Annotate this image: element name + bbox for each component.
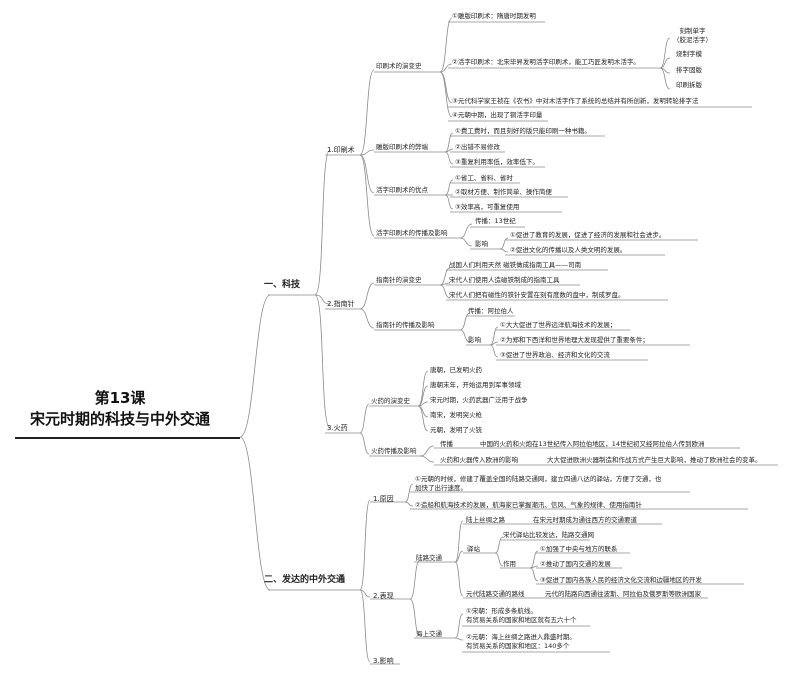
post-effect-label: 作用 (503, 560, 516, 568)
page-title-topic: 宋元时期的科技与中外交通 (29, 410, 210, 428)
sea-item-text: ②元朝：海上丝绸之路进入鼎盛时期。 有贸易关系的国家和地区：140多个 (466, 633, 576, 650)
post-effect-item: ②推动了国内交通的发展 (540, 560, 611, 568)
branch-transport: 二、发达的中外交通 (264, 575, 346, 585)
reason-item-text: ①元朝的时候，修建了覆盖全国的陆路交通网，建立四通八达的驿站，方便了交通，也 加… (415, 475, 662, 492)
printing-impact-item: ②促进文化的传播以及人类文明的发展。 (510, 246, 627, 254)
connector-root-branch1 (239, 294, 271, 438)
printing-history-item: ④元朝中期，出现了铜活字印量 (452, 111, 543, 119)
page-title-lesson: 第13课 (94, 389, 146, 407)
post-station-text: 宋代驿站比较发达，陆路交通网 (503, 531, 594, 539)
node-movable-advantages: 活字印刷术的优点 (376, 186, 428, 194)
gunpowder-impact-text: 大大促进欧洲火器制造和作战方式产生巨大影响，推动了欧洲社会的变革。 (547, 456, 762, 464)
printing-history-item: ①雕版印刷术：隋唐时期发明 (452, 12, 536, 20)
compass-spread-text: 传播：阿拉伯人 (468, 307, 514, 315)
gunpowder-history-item: 宋元时期，火药武器广泛用于战争 (430, 396, 528, 404)
yuan-route-text: 元代的陆路向西通往波斯、阿拉伯及俄罗斯等欧洲国家 (545, 590, 701, 598)
printing-spread-text: 传播：13世纪 (475, 217, 516, 225)
node-gunpowder: 3.火药 (327, 424, 348, 432)
printing-history-item: ②活字印刷术：北宋毕昇发明活字印刷术，能工巧匠发明木活字。 (452, 58, 640, 66)
branch-technology: 一、科技 (264, 280, 301, 290)
compass-history-item: 宋代人们使用人造磁铁制成的指南工具 (449, 276, 560, 284)
woodblock-item: ②出错不易修改 (455, 143, 500, 151)
gunpowder-history-item: 唐朝，已发明火药 (430, 366, 482, 374)
sea-item-text: ①宋朝：形成多条航线。 有贸易关系的国家和地区就有五六十个 (466, 607, 577, 624)
printing-history-item: ③元代科学家王祯在《农书》中对木活字作了系统的总结并有所创新，发明转轮排字法 (452, 97, 699, 105)
node-land-transport: 陆路交通 (416, 554, 442, 562)
post-station-label: 驿站 (467, 545, 480, 553)
node-reason: 1.原因 (373, 495, 394, 503)
silk-road-text: 在宋元时期成为通往西方的交通要道 (533, 516, 637, 524)
node-woodblock-drawbacks: 雕版印刷术的弊端 (376, 143, 428, 151)
node-impact: 3.影响 (373, 657, 394, 665)
node-sea-transport: 海上交通 (416, 630, 442, 638)
compass-history-item: 战国人们利用天然 磁铁做成指南工具——司南 (449, 261, 582, 269)
woodblock-item: ①费工费时，而且刻好的版只能印刷一种书籍。 (455, 127, 591, 135)
node-gunpowder-spread: 火药传播及影响 (371, 447, 417, 455)
sea-item: ②元朝：海上丝绸之路进入鼎盛时期。 有贸易关系的国家和地区：140多个 (466, 633, 576, 651)
reason-item: ①元朝的时候，修建了覆盖全国的陆路交通网，建立四通八达的驿站，方便了交通，也 加… (415, 475, 661, 493)
compass-impact-item: ①大大促进了世界远洋航海技术的发展； (500, 321, 617, 329)
connector-root-branch2 (239, 436, 271, 591)
gunpowder-history-item: 南宋，发明突火枪 (430, 411, 482, 419)
gunpowder-history-item: 唐朝末年，开始运用到军事领域 (430, 381, 521, 389)
node-compass: 2.指南针 (327, 300, 355, 308)
compass-impact-item: ③促进了世界政治、经济和文化的交流 (500, 351, 610, 359)
printing-impact-label: 影响 (475, 240, 488, 248)
gunpowder-spread-label: 传播 (440, 440, 453, 448)
reason-item: ②造船和航海技术的发展，航海家已掌握潮汛、信风、气象的规律、使用指南针 (415, 501, 642, 509)
compass-impact-label: 影响 (468, 336, 481, 344)
post-effect-item: ①加强了中央与地方的联系 (540, 545, 618, 553)
movable-item: ②取材方便、制作简单、操作简便 (455, 188, 552, 196)
node-compass-history: 指南针的演变史 (376, 276, 422, 284)
printing-step: 排字固版 (676, 66, 702, 74)
printing-step: 印刷拆版 (676, 81, 702, 89)
node-performance: 2.表现 (373, 592, 394, 600)
root-underline (15, 437, 240, 439)
printing-step: 烧制字模 (676, 50, 702, 58)
compass-history-item: 宋代人们把有磁性的铁针安置在刻有度数的盘中，制成罗盘。 (449, 291, 625, 299)
post-effect-item: ③促进了国内各族人民的经济文化交流和边疆地区的开发 (540, 576, 702, 584)
node-printing-spread: 活字印刷术的传播及影响 (376, 229, 448, 237)
printing-step: 刻制单字 （胶泥活字） (673, 27, 712, 45)
sea-item: ①宋朝：形成多条航线。 有贸易关系的国家和地区就有五六十个 (466, 607, 577, 625)
movable-item: ①省工、省料、省时 (455, 174, 513, 182)
compass-impact-item: ②为郑和下西洋和世界地理大发现提供了重要条件； (500, 336, 649, 344)
woodblock-item: ③重复利用率低，效率低下。 (455, 158, 539, 166)
printing-step-text: 刻制单字 （胶泥活字） (673, 27, 712, 44)
node-compass-spread: 指南针的传播及影响 (376, 321, 435, 329)
silk-road-label: 陆上丝绸之路 (466, 516, 505, 524)
movable-item: ③效率高，可重复使用 (455, 203, 520, 211)
node-printing: 1.印刷术 (327, 146, 355, 154)
node-printing-history: 印刷术的演变史 (376, 62, 422, 70)
yuan-route-label: 元代陆路交通的路线 (466, 590, 525, 598)
gunpowder-impact-label: 火药和火器传入欧洲的影响 (440, 456, 518, 464)
gunpowder-spread-text: 中国的火药和火炮在13世纪传入阿拉伯地区，14世纪初又经阿拉伯人传到欧洲 (480, 440, 705, 448)
printing-impact-item: ①促进了教育的发展，促进了经济的发展和社会进步。 (510, 231, 666, 239)
node-gunpowder-history: 火药的演变史 (371, 397, 410, 405)
gunpowder-history-item: 元朝，发明了火铳 (430, 426, 482, 434)
